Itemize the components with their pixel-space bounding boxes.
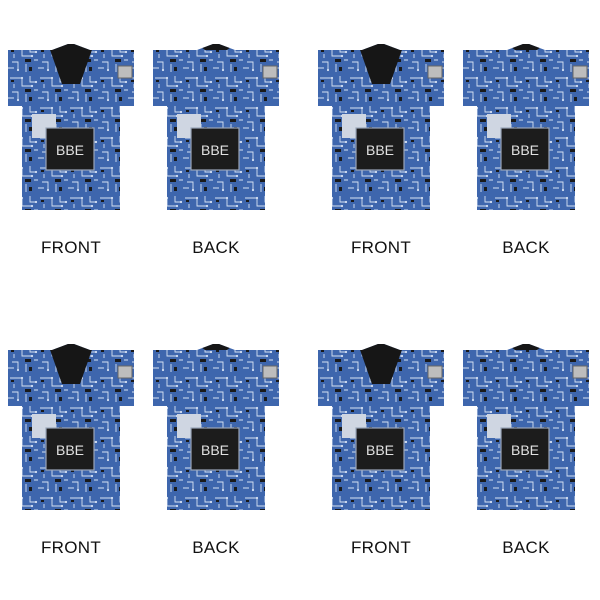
- chip-text: BBE: [366, 442, 394, 458]
- chip-text: BBE: [56, 442, 84, 458]
- back-label: BACK: [502, 538, 550, 557]
- shoulder-badge: [427, 365, 443, 379]
- chip: [45, 127, 95, 171]
- shoulder-badge: [262, 65, 278, 79]
- shirt-back-8: BBE: [463, 344, 589, 510]
- shirt-front-5: BBE: [8, 344, 134, 510]
- shirt-front-3: BBE: [318, 44, 444, 210]
- shoulder-badge: [427, 65, 443, 79]
- front-label: FRONT: [40, 238, 102, 257]
- shirt-front-7: BBE: [318, 344, 444, 510]
- chip: [355, 427, 405, 471]
- chip: [355, 127, 405, 171]
- chip-text: BBE: [366, 142, 394, 158]
- v-neck-collar: [358, 44, 404, 84]
- chip-text: BBE: [201, 442, 229, 458]
- chip: [45, 427, 95, 471]
- shoulder-badge: [117, 65, 133, 79]
- front-label: FRONT: [350, 238, 412, 257]
- shoulder-badge: [117, 365, 133, 379]
- front-label: FRONT: [40, 538, 102, 557]
- shirt-back-2: BBE: [153, 44, 279, 210]
- v-neck-collar: [358, 344, 404, 384]
- chip-text: BBE: [201, 142, 229, 158]
- back-label: BACK: [502, 238, 550, 257]
- v-neck-collar: [48, 44, 94, 84]
- shirt-back-6: BBE: [153, 344, 279, 510]
- chip-text: BBE: [511, 442, 539, 458]
- shoulder-badge: [572, 365, 588, 379]
- chip: [190, 127, 240, 171]
- shoulder-badge: [572, 65, 588, 79]
- chip: [190, 427, 240, 471]
- back-label: BACK: [192, 238, 240, 257]
- chip: [500, 127, 550, 171]
- back-label: BACK: [192, 538, 240, 557]
- shirt-back-4: BBE: [463, 44, 589, 210]
- shirt-front-1: BBE: [8, 44, 134, 210]
- chip-text: BBE: [56, 142, 84, 158]
- v-neck-collar: [48, 344, 94, 384]
- chip-text: BBE: [511, 142, 539, 158]
- front-label: FRONT: [350, 538, 412, 557]
- shoulder-badge: [262, 365, 278, 379]
- chip: [500, 427, 550, 471]
